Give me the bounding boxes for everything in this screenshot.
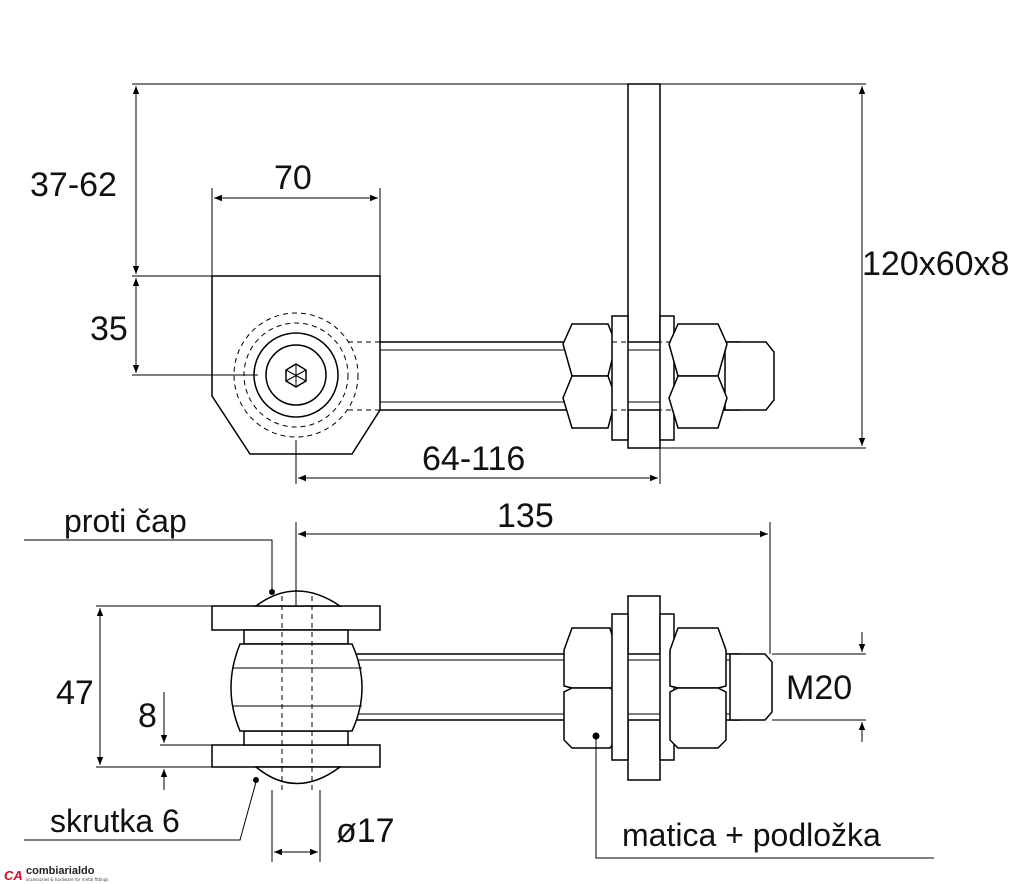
side-view	[24, 522, 934, 862]
dim-47: 47	[56, 674, 94, 712]
logo-tagline: accessories & hardware for metal fitting…	[26, 877, 108, 882]
brand-logo: CA combiarialdo accessories & hardware f…	[4, 865, 108, 883]
bottom-washer	[211, 744, 381, 768]
top-view	[132, 83, 866, 484]
leader-nut-washer	[595, 736, 934, 859]
dim-8: 8	[138, 697, 157, 735]
dim-diameter-17: ø17	[336, 812, 395, 850]
nut-left-side	[563, 613, 629, 761]
label-nut-washer: matica + podložka	[622, 817, 881, 853]
logo-mark: CA	[4, 868, 23, 883]
top-cap	[253, 590, 343, 607]
label-counter-cap: proti čap	[64, 503, 187, 539]
nut-left-top	[562, 315, 629, 441]
logo-name: combiarialdo	[26, 865, 95, 877]
label-screw: skrutka 6	[50, 803, 180, 839]
dim-M20: M20	[786, 669, 852, 707]
dim-35: 35	[90, 310, 128, 348]
dim-37-62: 37-62	[30, 166, 117, 204]
dim-70: 70	[274, 159, 312, 197]
dim-120x60x8: 120x60x8	[862, 245, 1009, 283]
nut-right-top	[659, 315, 728, 441]
leader-counter-cap	[24, 539, 273, 590]
top-washer	[211, 605, 381, 631]
hinge-barrel	[230, 643, 363, 732]
dim-64-116: 64-116	[422, 440, 525, 478]
dim-135: 135	[497, 497, 554, 535]
rod-end-top	[724, 341, 775, 411]
nut-right-side	[659, 613, 727, 761]
leader-screw	[24, 781, 257, 841]
bottom-cap	[253, 766, 343, 785]
